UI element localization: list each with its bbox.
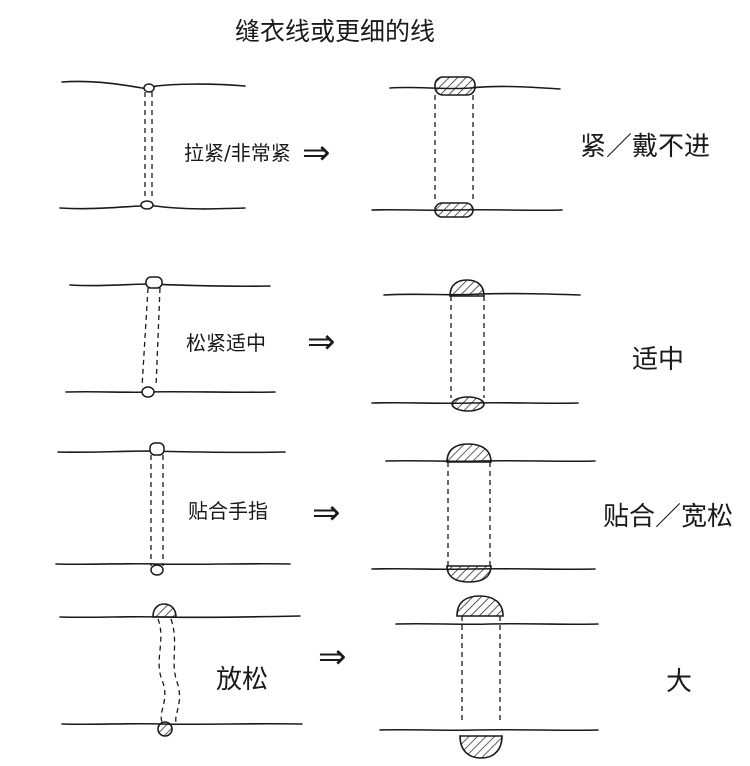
row-4-left-bottom-knot [157, 721, 173, 737]
row-2-arrow: ⇒ [307, 322, 336, 362]
row-1-arrow: ⇒ [302, 133, 331, 173]
row-4-left-top-strand [59, 615, 301, 619]
row-2-left-bottom-strand [65, 390, 276, 394]
row-1-result: 紧／戴不进 [580, 132, 710, 162]
row-4-right-bottom-cap [459, 735, 503, 759]
row-4-left-top-knot [152, 603, 177, 618]
row-2: 松紧适中 ⇒ 适中 [65, 276, 684, 412]
diagram-title: 缝衣线或更细的线 [235, 17, 435, 46]
row-1-left-bottom-knot [140, 200, 154, 210]
row-1-left-top-knot [143, 83, 155, 93]
row-1-label: 拉紧/非常紧 [184, 141, 291, 165]
row-3-left-top-strand [57, 450, 286, 454]
row-3: 贴合手指 ⇒ 贴合／宽松 [55, 442, 733, 583]
row-2-right-top-cap [449, 279, 485, 297]
row-4-left-bottom-strand [61, 722, 303, 726]
row-4-result: 大 [666, 667, 692, 697]
row-4-arrow: ⇒ [318, 637, 347, 677]
row-4: 放松 ⇒ 大 [59, 595, 692, 759]
row-2-label: 松紧适中 [186, 331, 266, 355]
row-2-result: 适中 [632, 345, 684, 375]
row-1-right-top-cap [434, 76, 476, 96]
row-3-result: 贴合／宽松 [603, 502, 733, 532]
row-3-label: 贴合手指 [188, 499, 268, 523]
row-3-left-bottom-knot [150, 564, 164, 576]
row-2-right-bottom-cap [451, 396, 485, 412]
row-3-left-top-knot [149, 442, 165, 456]
row-3-right-bottom-cap [446, 565, 492, 583]
row-1: 拉紧/非常紧 ⇒ 紧／戴不进 [59, 76, 710, 218]
row-2-left-top-strand [69, 283, 271, 288]
row-3-left-bottom-strand [55, 562, 291, 566]
row-2-left-bottom-knot [141, 386, 155, 398]
row-4-label: 放松 [216, 665, 268, 695]
row-3-right-top-cap [446, 443, 492, 463]
row-4-right-top-cap [456, 595, 504, 617]
row-3-arrow: ⇒ [312, 493, 341, 533]
row-4-right-bottom-strand [379, 728, 599, 732]
row-2-left-top-knot [145, 276, 163, 289]
row-1-right-bottom-cap [434, 202, 474, 218]
row-4-right-top-strand [395, 622, 599, 626]
